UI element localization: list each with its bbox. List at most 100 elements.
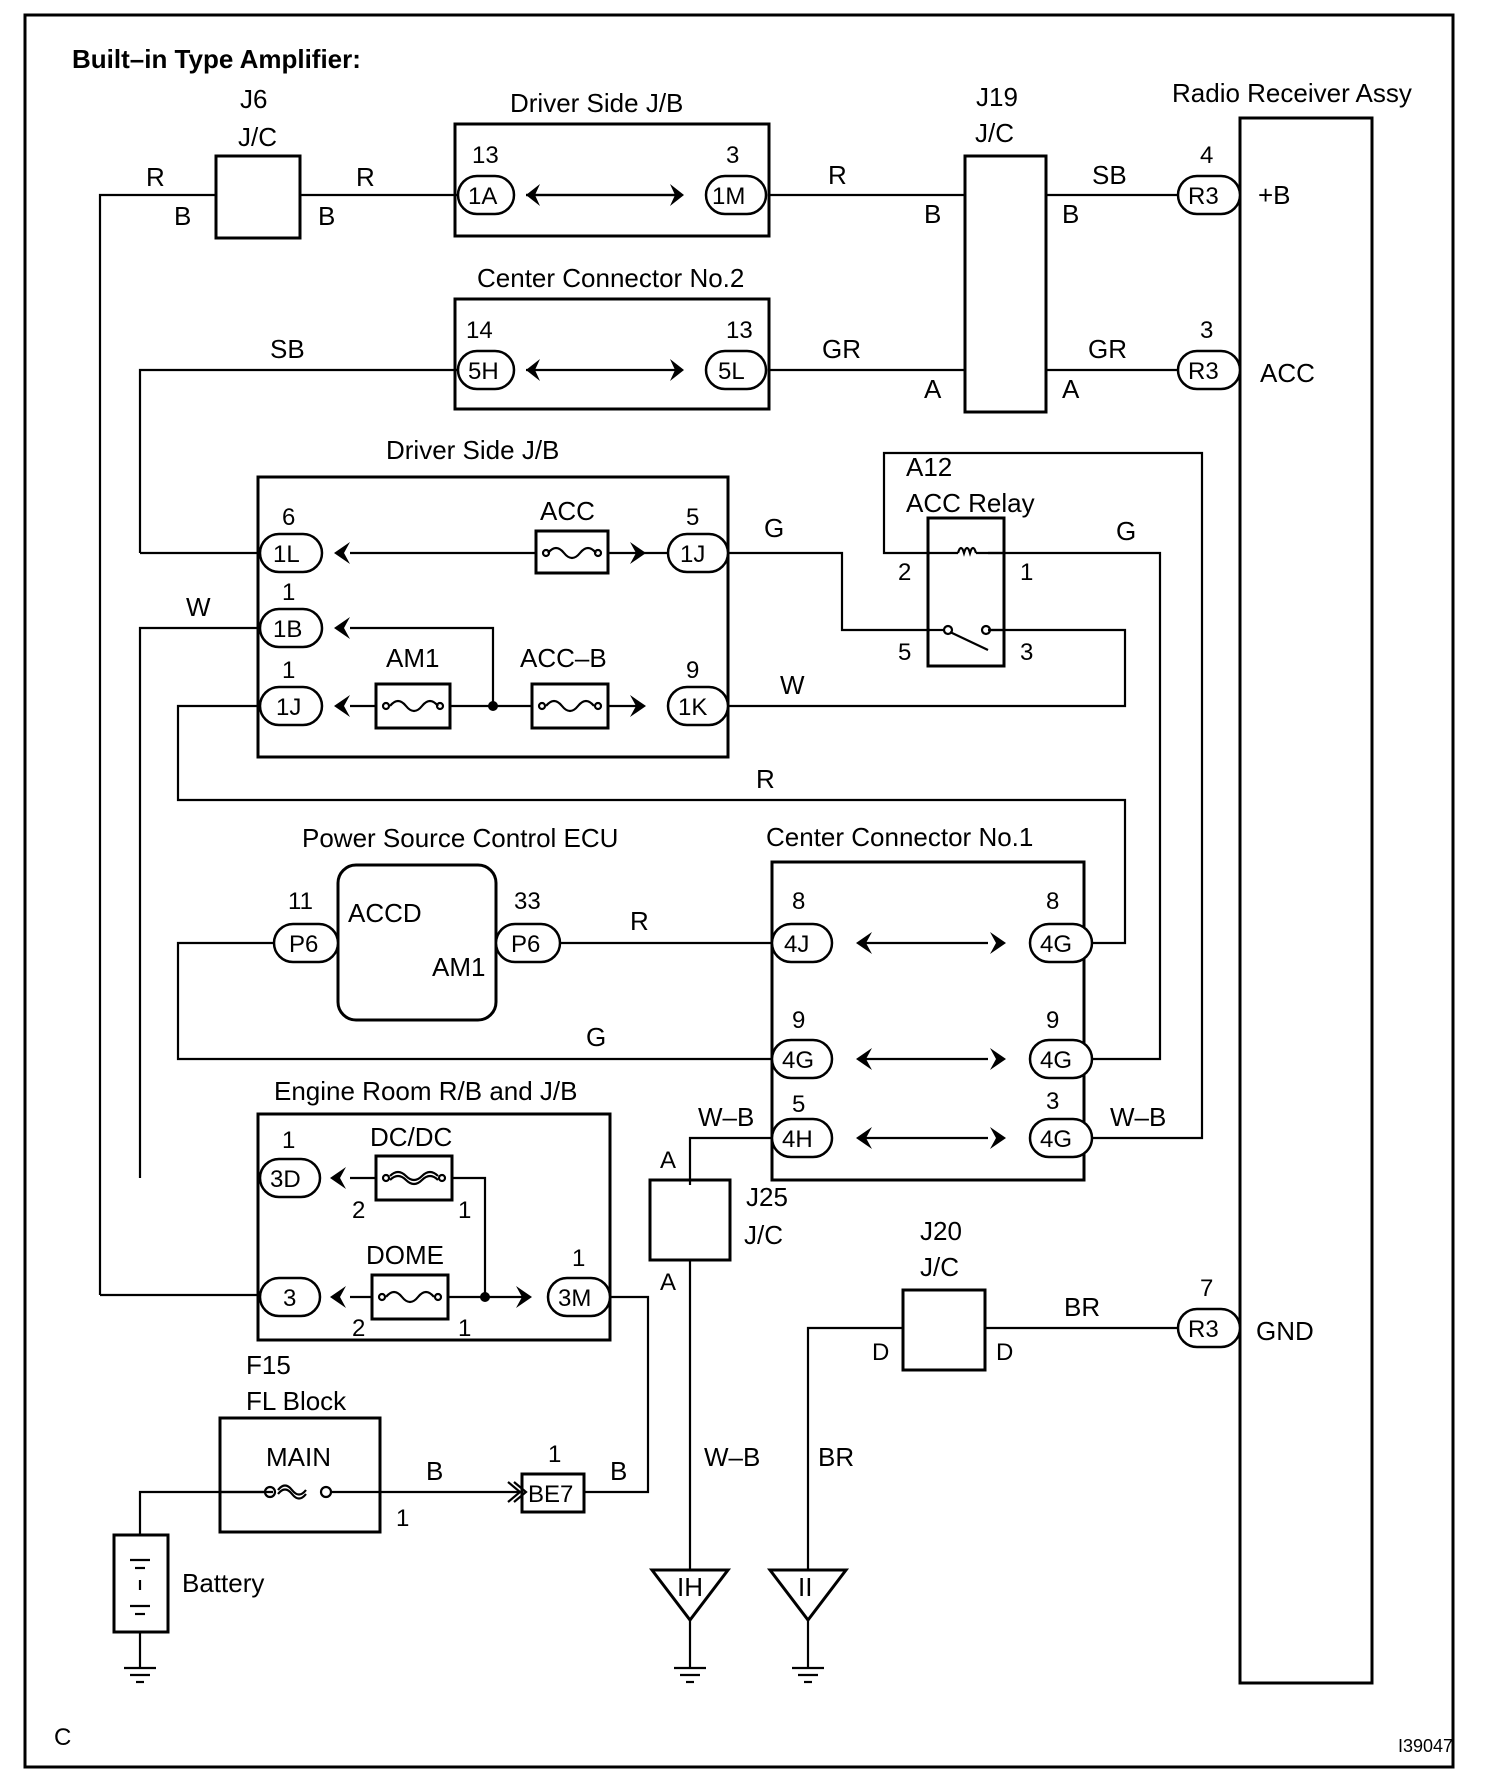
power-source-control-ecu: Power Source Control ECU P6 11 P6 33 ACC… — [272, 823, 618, 1022]
svg-text:B: B — [924, 199, 941, 229]
engine-room-rb-jb: Engine Room R/B and J/B 3D 1 DC/DC 2 1 3… — [256, 1076, 612, 1342]
svg-text:G: G — [1116, 516, 1136, 546]
am1-fuse: AM1 — [374, 643, 452, 730]
svg-text:14: 14 — [466, 317, 493, 344]
figure-code: I39047 — [1398, 1736, 1453, 1756]
svg-text:B: B — [426, 1456, 443, 1486]
svg-text:8: 8 — [792, 888, 805, 915]
svg-text:1: 1 — [458, 1315, 471, 1342]
driver-side-jb-mid: Driver Side J/B 1L 6 ACC 1J 5 1B 1 1J 1 — [256, 435, 730, 759]
acc-relay: A12 ACC Relay 2 1 5 3 — [898, 452, 1035, 668]
svg-text:W–B: W–B — [698, 1102, 754, 1132]
svg-text:W–B: W–B — [704, 1442, 760, 1472]
svg-text:SB: SB — [270, 334, 305, 364]
svg-text:ACC: ACC — [540, 496, 595, 526]
diagram-title: Built–in Type Amplifier: — [72, 44, 361, 74]
center-connector-no2: Center Connector No.2 5H 14 5L 13 — [453, 263, 771, 411]
svg-text:2: 2 — [352, 1197, 365, 1224]
svg-text:3: 3 — [283, 1285, 296, 1312]
svg-text:J20: J20 — [920, 1216, 962, 1246]
battery: Battery — [112, 1533, 264, 1684]
svg-text:1L: 1L — [273, 541, 300, 568]
svg-text:R3: R3 — [1188, 1316, 1219, 1343]
svg-text:ACC: ACC — [1260, 358, 1315, 388]
svg-text:1: 1 — [282, 579, 295, 606]
svg-text:5: 5 — [686, 504, 699, 531]
svg-text:Driver Side J/B: Driver Side J/B — [510, 88, 683, 118]
svg-text:8: 8 — [1046, 888, 1059, 915]
svg-text:Power Source Control ECU: Power Source Control ECU — [302, 823, 618, 853]
diagram-frame — [23, 13, 1455, 1769]
j25-junction-connector: J25 J/C A A — [648, 1147, 788, 1296]
svg-text:1M: 1M — [712, 183, 745, 210]
svg-text:1: 1 — [458, 1197, 471, 1224]
svg-text:2: 2 — [352, 1315, 365, 1342]
svg-text:9: 9 — [686, 657, 699, 684]
svg-text:1: 1 — [282, 657, 295, 684]
svg-text:IH: IH — [677, 1572, 703, 1602]
svg-text:R: R — [756, 764, 775, 794]
svg-text:4: 4 — [1200, 142, 1213, 169]
svg-text:DC/DC: DC/DC — [370, 1122, 452, 1152]
svg-text:1J: 1J — [276, 694, 301, 721]
svg-text:R: R — [356, 162, 375, 192]
svg-text:33: 33 — [514, 888, 541, 915]
svg-text:5H: 5H — [468, 358, 499, 385]
svg-text:1A: 1A — [468, 183, 497, 210]
driver-side-jb-top: Driver Side J/B 1A 13 1M 3 — [453, 88, 771, 238]
svg-text:W: W — [186, 592, 211, 622]
svg-text:1K: 1K — [678, 694, 707, 721]
svg-text:J25: J25 — [746, 1182, 788, 1212]
svg-text:J19: J19 — [976, 82, 1018, 112]
svg-text:F15: F15 — [246, 1350, 291, 1380]
svg-text:W: W — [780, 670, 805, 700]
j6-junction-connector: J6 J/C — [214, 84, 302, 240]
svg-text:Driver Side J/B: Driver Side J/B — [386, 435, 559, 465]
svg-text:A: A — [1062, 374, 1080, 404]
j20-junction-connector: J20 J/C D D — [872, 1216, 1013, 1372]
wires — [98, 193, 1204, 1668]
svg-text:5: 5 — [792, 1091, 805, 1118]
acc-fuse: ACC — [534, 496, 610, 575]
svg-text:1: 1 — [572, 1245, 585, 1272]
svg-text:ACC–B: ACC–B — [520, 643, 607, 673]
svg-text:Battery: Battery — [182, 1568, 264, 1598]
svg-text:7: 7 — [1200, 1275, 1213, 1302]
svg-text:4G: 4G — [1040, 1126, 1072, 1153]
be7-connector: BE7 1 — [507, 1441, 586, 1514]
svg-text:Engine Room R/B and J/B: Engine Room R/B and J/B — [274, 1076, 578, 1106]
svg-text:R: R — [146, 162, 165, 192]
svg-text:SB: SB — [1092, 160, 1127, 190]
corner-label: C — [54, 1724, 71, 1751]
svg-text:B: B — [1062, 199, 1079, 229]
svg-text:G: G — [586, 1022, 606, 1052]
svg-text:B: B — [174, 201, 191, 231]
dc-dc-fuse: DC/DC — [370, 1122, 454, 1202]
svg-text:J/C: J/C — [920, 1252, 959, 1282]
svg-text:Center Connector No.1: Center Connector No.1 — [766, 822, 1033, 852]
svg-text:AM1: AM1 — [432, 952, 485, 982]
svg-text:DOME: DOME — [366, 1240, 444, 1270]
svg-text:3D: 3D — [270, 1166, 301, 1193]
svg-text:MAIN: MAIN — [266, 1442, 331, 1472]
svg-text:B: B — [318, 201, 335, 231]
svg-text:2: 2 — [898, 559, 911, 586]
svg-text:J/C: J/C — [744, 1220, 783, 1250]
svg-text:13: 13 — [726, 317, 753, 344]
svg-text:3: 3 — [1200, 317, 1213, 344]
center-connector-no1: Center Connector No.1 4J 8 4G 8 4G 9 4G … — [766, 822, 1094, 1182]
j19-junction-connector: J19 J/C — [963, 82, 1048, 414]
svg-text:J6: J6 — [240, 84, 267, 114]
svg-text:Radio Receiver Assy: Radio Receiver Assy — [1172, 78, 1412, 108]
svg-text:ACCD: ACCD — [348, 898, 422, 928]
radio-receiver-assy: Radio Receiver Assy R3 4 +B R3 3 ACC R3 … — [1172, 78, 1412, 1685]
svg-text:4G: 4G — [782, 1047, 814, 1074]
junction-dot — [488, 701, 498, 711]
svg-text:R3: R3 — [1188, 183, 1219, 210]
svg-text:GR: GR — [822, 334, 861, 364]
svg-text:13: 13 — [472, 142, 499, 169]
svg-text:J/C: J/C — [975, 118, 1014, 148]
svg-text:4J: 4J — [784, 931, 809, 958]
svg-text:AM1: AM1 — [386, 643, 439, 673]
